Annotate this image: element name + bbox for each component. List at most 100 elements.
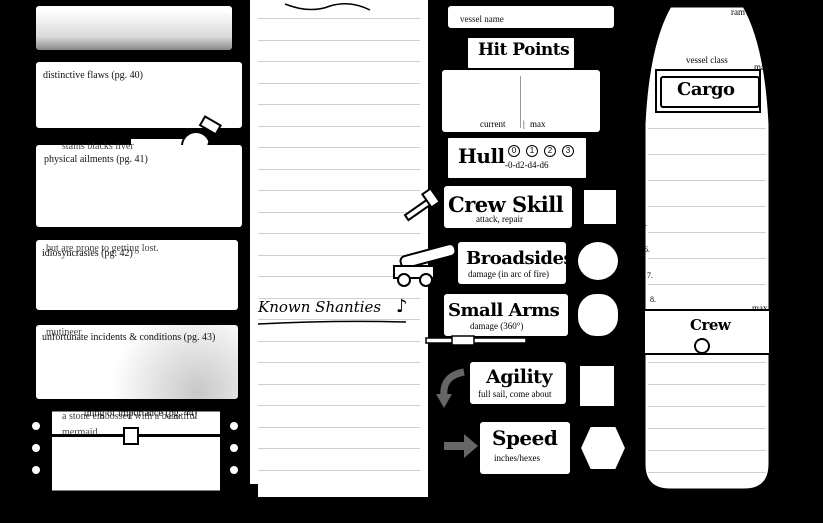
thing-handwriting-2: mermaid: [62, 427, 98, 438]
cargo-slot-3[interactable]: 3.: [637, 169, 643, 178]
notes-rule: [258, 362, 420, 363]
notes-rule: [258, 405, 420, 406]
cargo-banner: [660, 76, 760, 108]
hull-dice: -0-d2-d4-d6: [505, 160, 549, 170]
agility-value-box[interactable]: [578, 364, 616, 408]
small-arms-sub: damage (360°): [470, 321, 524, 331]
small-arms-title: Small Arms: [448, 300, 560, 321]
small-arms-plate: [444, 294, 568, 336]
speed-value-hex[interactable]: [578, 424, 628, 472]
notes-rule: [258, 104, 420, 105]
idiosyncrasies-box[interactable]: [36, 240, 238, 310]
crew-rule: [648, 450, 766, 451]
speed-plate: [480, 422, 570, 474]
idiosyncrasies-label: idiosyncrasies (pg. 42): [42, 248, 133, 259]
notes-rule: [258, 39, 420, 41]
hull-pip-2[interactable]: 2: [544, 145, 556, 157]
notes-rule: [258, 297, 420, 299]
header-flourish-icon: [284, 3, 371, 11]
notes-rule: [258, 469, 420, 471]
small-arms-value-box[interactable]: [576, 292, 620, 338]
broadsides-value-box[interactable]: [576, 240, 620, 282]
vessel-name-label: vessel name: [460, 14, 504, 24]
speed-title: Speed: [492, 426, 558, 450]
unfortunate-handwriting: mutineer: [46, 327, 82, 338]
hull-pip-0[interactable]: 0: [508, 145, 520, 157]
unfortunate-incidents-label: unfortunate incidents & conditions (pg. …: [42, 332, 216, 343]
notes-rule: [258, 190, 420, 191]
cargo-rule: [648, 284, 766, 285]
vessel-class-label: vessel class: [686, 55, 728, 65]
cargo-slot-8[interactable]: 8.: [650, 295, 656, 304]
treasure-chest-icon: [26, 408, 246, 494]
cargo-slot-4[interactable]: 4.: [637, 195, 643, 204]
music-note-icon: ♪: [396, 296, 408, 317]
notes-rule: [258, 383, 420, 385]
notes-rule: [258, 61, 420, 62]
left-border: [0, 0, 8, 523]
ram-label: ram: [731, 7, 745, 17]
cargo-rule: [648, 232, 766, 233]
hp-max-label: max: [530, 119, 546, 129]
crew-rule: [648, 406, 766, 407]
hit-points-banner: [466, 36, 576, 70]
notes-paper[interactable]: [250, 0, 428, 484]
cargo-rule: [648, 258, 766, 259]
notes-rule: [258, 254, 420, 256]
crew-max-label: max: [752, 303, 768, 313]
hit-points-title: Hit Points: [478, 40, 570, 60]
physical-ailments-box[interactable]: [36, 145, 242, 227]
notes-rule: [258, 147, 420, 148]
notes-rule: [258, 18, 420, 19]
cargo-rule: [648, 128, 766, 129]
top-box[interactable]: [36, 6, 232, 50]
cargo-slot-1[interactable]: 1.: [637, 117, 643, 126]
hull-pip-3[interactable]: 3: [562, 145, 574, 157]
hull-pip-1[interactable]: 1: [526, 145, 538, 157]
crew-rule: [648, 428, 766, 429]
bottom-border: [0, 497, 823, 523]
hp-divider: [520, 76, 521, 128]
notes-rule: [258, 168, 420, 170]
hull-title: Hull: [458, 144, 505, 168]
notes-rule: [258, 426, 420, 428]
broadsides-plate: [458, 242, 566, 284]
shanties-underline-icon: [257, 320, 407, 325]
notes-rule: [258, 233, 420, 234]
crew-rule: [648, 362, 766, 363]
cargo-title: Cargo: [677, 79, 735, 100]
known-shanties-title: Known Shanties: [258, 298, 382, 316]
unfortunate-incidents-box[interactable]: [36, 325, 238, 399]
cargo-slot-5[interactable]: 5.: [641, 219, 647, 228]
hit-points-box[interactable]: [442, 70, 600, 132]
notes-rule: [258, 448, 420, 449]
crew-skill-value-box[interactable]: [582, 188, 618, 226]
hp-separator: |: [523, 119, 525, 129]
crew-rule: [648, 472, 766, 473]
notes-rule: [258, 211, 420, 213]
crew-skill-plate: [444, 186, 572, 228]
broadsides-sub: damage (in arc of fire): [468, 269, 549, 279]
cargo-max-label: max: [754, 62, 770, 72]
physical-ailments-handwriting: stains blacks liver: [62, 141, 134, 152]
crew-skill-sub: attack, repair: [476, 214, 523, 224]
right-border: [817, 0, 823, 523]
hp-current-label: current: [480, 119, 506, 129]
hammer-icon: [403, 187, 442, 222]
agility-plate: [470, 362, 566, 404]
forward-arrow-icon: [444, 434, 478, 458]
agility-title: Agility: [486, 366, 553, 388]
cargo-rule: [648, 154, 766, 155]
crew-title: Crew: [690, 316, 731, 334]
cargo-slot-2[interactable]: 2.: [637, 143, 643, 152]
notes-rule: [258, 125, 420, 127]
cargo-slot-6[interactable]: 6.: [644, 245, 650, 254]
agility-sub: full sail, come about: [478, 389, 552, 399]
crew-rule: [648, 384, 766, 385]
vessel-name-field[interactable]: [448, 6, 614, 28]
notes-rule: [258, 319, 420, 320]
crew-skill-title: Crew Skill: [448, 192, 564, 217]
cannonball-icon: [694, 338, 710, 354]
cargo-slot-7[interactable]: 7.: [647, 271, 653, 280]
